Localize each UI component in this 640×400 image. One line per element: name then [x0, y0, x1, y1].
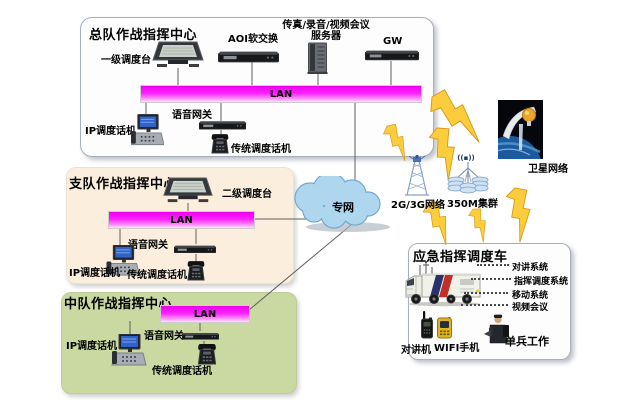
- detachment-trad-phone-label: 传统调度话机: [127, 270, 187, 281]
- detachment-console-label: 二级调度台: [222, 189, 272, 200]
- squadron-ip-phone-label: IP调度话机: [66, 341, 118, 352]
- traditional-phone-icon: [197, 344, 217, 365]
- bolt-lan-to-satellite: [425, 86, 492, 146]
- leader-line-intercom: [477, 264, 509, 266]
- cellular-tower-icon: [402, 154, 432, 197]
- traditional-phone-icon: [187, 261, 205, 281]
- softswitch-device-icon: [217, 50, 280, 63]
- wifi-phone-label: WIFI手机: [434, 343, 480, 354]
- radio-wave-glyph: ((▪)): [457, 154, 475, 162]
- command-vehicle-icon: [404, 261, 484, 307]
- wifi-phone-icon: [437, 317, 452, 339]
- hq-server-label: 传真/录音/视频会议 服务器: [281, 20, 371, 43]
- detachment-lan-bus: LAN: [108, 211, 255, 229]
- voice-gateway-icon: [198, 119, 247, 131]
- squadron-trad-phone-label: 传统调度话机: [152, 366, 212, 377]
- private-network-label: 专网: [332, 201, 354, 214]
- squadron-voice-gateway-label: 语音网关: [144, 331, 184, 342]
- gw-device-icon: [364, 49, 420, 61]
- system-label-dispatch: 指挥调度系统: [514, 277, 569, 287]
- leader-line-mobile: [464, 292, 508, 294]
- cellular-network-label: 2G/3G网络: [391, 200, 445, 211]
- hq-trad-phone-label: 传统调度话机: [231, 144, 291, 155]
- hq-lan-bus: LAN: [140, 85, 422, 103]
- detachment-voice-gateway-label: 语音网关: [128, 240, 168, 251]
- ip-dispatch-phone-icon: [130, 114, 165, 148]
- hq-lan-label: LAN: [269, 88, 293, 100]
- system-label-videoconf: 视频会议: [512, 303, 549, 313]
- traditional-phone-icon: [211, 134, 229, 154]
- hq-console-label: 一级调度台: [101, 55, 151, 66]
- leader-line-videoconf: [461, 304, 508, 306]
- system-label-intercom: 对讲系统: [512, 263, 549, 273]
- detachment-lan-label: LAN: [170, 214, 193, 226]
- dispatch-console-icon: [162, 177, 214, 204]
- trunking-antenna-icon: [446, 162, 490, 195]
- satellite-network-label: 卫星网络: [528, 164, 568, 175]
- soldier-label: 单兵工作: [505, 335, 549, 348]
- squadron-lan-label: LAN: [193, 308, 217, 320]
- trunking-network-label: 350M集群: [447, 199, 498, 210]
- server-tower-icon: [307, 42, 328, 74]
- bolt-satellite-to-vehicle: [505, 187, 531, 243]
- soldier-figure-icon: [484, 314, 510, 344]
- hq-server-label-line2: 服务器: [311, 30, 341, 42]
- leader-line-dispatch: [471, 278, 511, 280]
- hq-gw-label: GW: [383, 36, 403, 47]
- satellite-image: [498, 100, 543, 159]
- hq-voice-gateway-label: 语音网关: [172, 110, 212, 121]
- ip-dispatch-phone-icon: [111, 333, 147, 368]
- hq-ip-phone-label: IP调度话机: [85, 126, 137, 137]
- hq-server-label-line1: 传真/录音/视频会议: [282, 20, 370, 31]
- walkie-talkie-icon: [421, 311, 435, 339]
- dispatch-console-icon: [152, 41, 204, 69]
- hq-title: 总队作战指挥中心: [89, 28, 198, 43]
- squadron-title: 中队作战指挥中心: [64, 297, 173, 312]
- voice-gateway-icon: [173, 243, 217, 255]
- bolt-trunking-to-vehicle: [468, 208, 486, 243]
- voice-gateway-icon: [181, 330, 220, 342]
- system-label-mobile: 移动系统: [512, 291, 549, 301]
- squadron-lan-bus: LAN: [160, 305, 250, 323]
- vehicle-title: 应急指挥调度车: [413, 250, 508, 265]
- walkie-talkie-label: 对讲机: [401, 345, 431, 356]
- detachment-ip-phone-label: IP调度话机: [69, 268, 121, 279]
- hq-softswitch-label: AOI软交换: [228, 34, 278, 45]
- detachment-title: 支队作战指挥中心: [69, 177, 178, 192]
- ip-dispatch-phone-icon: [105, 244, 141, 278]
